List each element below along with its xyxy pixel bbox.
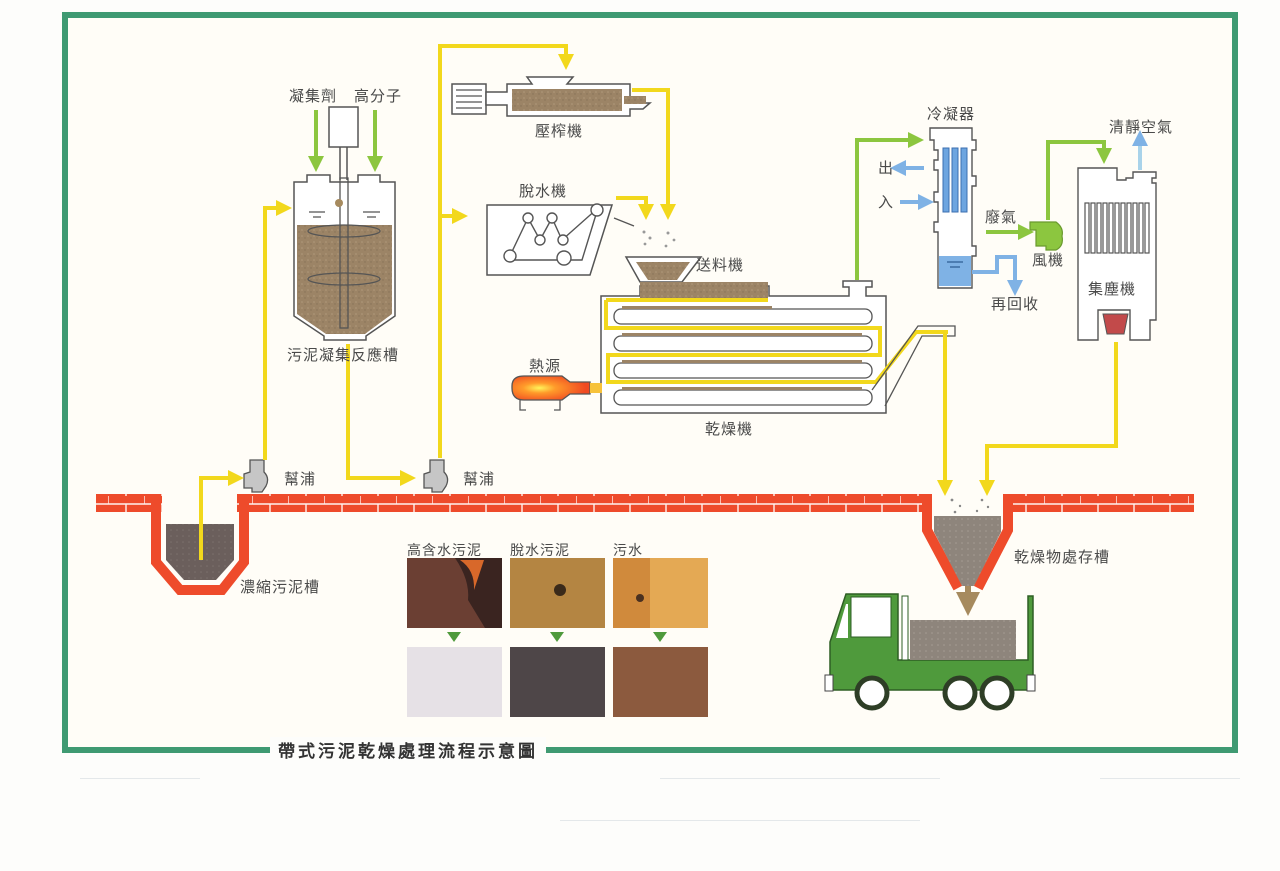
condenser: [929, 127, 1017, 289]
heat-source-label: 熱源: [529, 357, 562, 375]
ground-brick-wall: [96, 494, 1194, 512]
scan-artifact: [560, 820, 920, 821]
dewatering-label: 脫水機: [519, 182, 568, 200]
diagram-title: 帶式污泥乾燥處理流程示意圖: [270, 737, 546, 762]
pump-2: [423, 459, 449, 493]
sample-photos: [407, 558, 708, 717]
scan-artifact: [1100, 778, 1240, 779]
scan-artifact: [660, 778, 940, 779]
storage-tank-label: 乾燥物處存槽: [1014, 548, 1111, 566]
storage-tank: [922, 494, 1013, 616]
sample-label-wastewater: 污水: [613, 543, 643, 559]
dust-collector-label: 集塵機: [1088, 280, 1137, 298]
screw-press: [451, 76, 653, 117]
dust-collector: [1077, 167, 1157, 341]
recycle-label: 再回收: [991, 295, 1040, 313]
fan-blower: [1029, 221, 1063, 251]
sample-label-dewatered-sludge: 脫水污泥: [510, 543, 570, 559]
condenser-out-label: 出: [878, 159, 895, 177]
gas-flow-lines: [855, 132, 1112, 280]
feeder-label: 送料機: [696, 256, 745, 274]
reaction-tank-label: 污泥凝集反應槽: [287, 346, 400, 364]
pump-1-label: 幫浦: [284, 470, 317, 488]
pump-1: [243, 459, 269, 493]
condenser-label: 冷凝器: [927, 105, 976, 123]
reaction-tank: [293, 106, 396, 341]
belt-dewatering-machine: [486, 203, 676, 276]
dump-truck: [824, 593, 1036, 711]
belt-dryer: [600, 256, 956, 414]
sludge-flow-lines: [199, 44, 1118, 560]
clean-air-label: 清靜空氣: [1109, 118, 1174, 136]
scan-artifact: [80, 778, 200, 779]
condenser-in-label: 入: [878, 193, 895, 211]
waste-gas-label: 廢氣: [985, 208, 1018, 226]
sample-label-high-water-sludge: 高含水污泥: [407, 543, 482, 559]
pump-2-label: 幫浦: [463, 470, 496, 488]
coagulant-label: 凝集劑: [289, 87, 338, 105]
thickening-tank-label: 濃縮污泥槽: [240, 578, 321, 596]
fan-label: 風機: [1032, 251, 1065, 269]
polymer-label: 高分子: [354, 87, 403, 105]
press-label: 壓榨機: [535, 122, 584, 140]
heat-source-burner: [511, 375, 602, 411]
dryer-label: 乾燥機: [705, 420, 754, 438]
